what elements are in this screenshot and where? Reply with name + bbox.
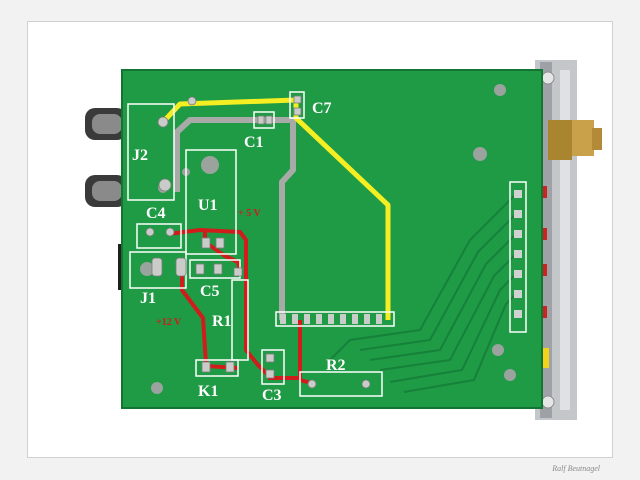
label-c3: C3 <box>262 387 282 404</box>
silkscreen-outlines <box>127 91 383 397</box>
label-12v: +12 V <box>156 317 182 328</box>
label-r2: R2 <box>326 357 346 374</box>
label-c1: C1 <box>244 134 264 151</box>
right-header <box>509 181 527 333</box>
red-traces <box>167 228 316 386</box>
label-j2: J2 <box>132 147 148 164</box>
label-k1: K1 <box>198 383 218 400</box>
label-c7: C7 <box>312 100 332 117</box>
label-u1: U1 <box>198 197 218 214</box>
pads <box>145 95 371 389</box>
label-j1: J1 <box>140 290 156 307</box>
label-c5: C5 <box>200 283 220 300</box>
trace-bundle <box>329 189 521 393</box>
gray-trace <box>174 117 296 320</box>
antenna-connector <box>548 120 602 160</box>
label-5v: + 5 V <box>238 208 262 219</box>
ic-pin-row <box>275 311 395 327</box>
label-c4: C4 <box>146 205 166 222</box>
label-r1: R1 <box>212 313 232 330</box>
photo-credit: Ralf Beutnagel <box>552 464 600 473</box>
